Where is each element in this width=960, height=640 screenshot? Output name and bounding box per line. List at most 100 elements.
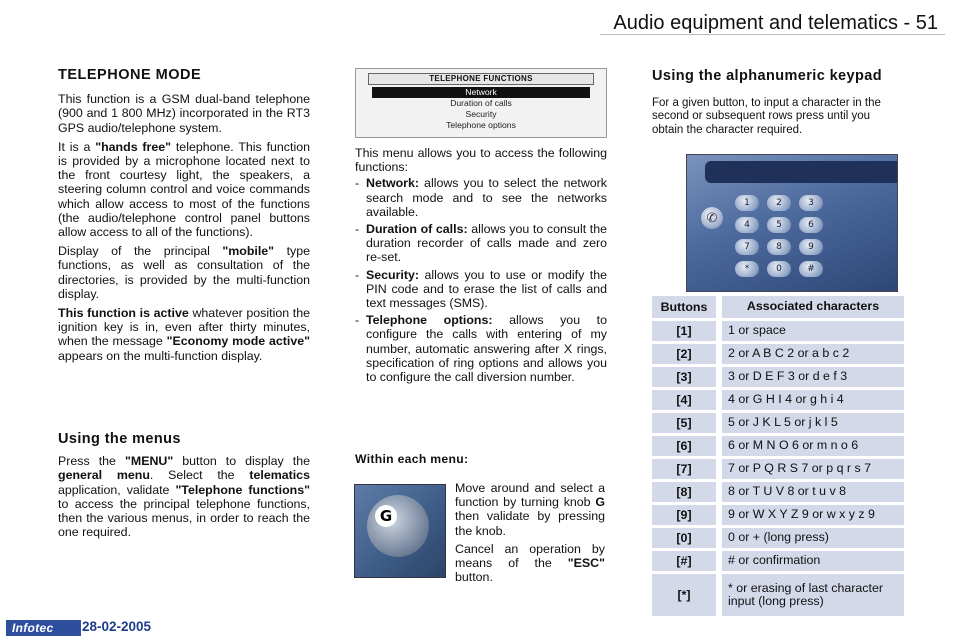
knob-g-label: G bbox=[375, 505, 397, 527]
paragraph-move: Move around and select a function by tur… bbox=[455, 481, 605, 538]
paragraph-keypad-intro: For a given button, to input a character… bbox=[652, 97, 881, 136]
text: button. bbox=[455, 570, 493, 585]
button-cell: [*] bbox=[652, 574, 716, 616]
function-item-security: -Security: allows you to use or modify t… bbox=[355, 268, 607, 311]
keypad-key: # bbox=[799, 261, 823, 277]
function-name: Duration of calls: bbox=[366, 222, 468, 237]
list-dash: - bbox=[355, 176, 360, 191]
table-row: [0]0 or + (long press) bbox=[652, 528, 904, 548]
section-using-menus: Using the menus Press the "MENU" button … bbox=[58, 432, 310, 544]
characters-cell: # or confirmation bbox=[722, 551, 904, 571]
screen-title: TELEPHONE FUNCTIONS bbox=[368, 73, 594, 85]
characters-cell: 5 or J K L 5 or j k l 5 bbox=[722, 413, 904, 433]
function-list: -Network: allows you to select the netwo… bbox=[355, 176, 607, 384]
text-bold: "MENU" bbox=[125, 454, 174, 469]
paragraph-menu-intro: This menu allows you to access the follo… bbox=[355, 146, 607, 175]
text: to access the principal telephone functi… bbox=[58, 496, 310, 540]
characters-cell: 6 or M N O 6 or m n o 6 bbox=[722, 436, 904, 456]
text-bold: telematics bbox=[249, 468, 310, 483]
table-row: [4] 4 or G H I 4 or g h i 4 bbox=[652, 390, 904, 410]
table-row: [#] # or confirmation bbox=[652, 551, 904, 571]
text: Display of the principal bbox=[58, 244, 223, 259]
paragraph-menus: Press the "MENU" button to display the g… bbox=[58, 454, 310, 539]
column-left: TELEPHONE MODE This function is a GSM du… bbox=[58, 68, 310, 368]
keypad-photo: ✆ 1 2 3 4 5 6 7 8 9 * 0 # bbox=[686, 154, 898, 292]
button-cell: [1] bbox=[652, 321, 716, 341]
keypad-key: 1 bbox=[735, 195, 759, 211]
keypad-key: * bbox=[735, 261, 759, 277]
keypad-key: 4 bbox=[735, 217, 759, 233]
section-title-using-menus: Using the menus bbox=[58, 431, 181, 447]
function-desc: allows you to use or modify the PIN code… bbox=[366, 267, 607, 311]
button-cell: [#] bbox=[652, 551, 716, 571]
text: . Select the bbox=[149, 468, 250, 483]
text: application, validate bbox=[58, 482, 176, 497]
text: Press the bbox=[58, 454, 125, 469]
button-cell: [7] bbox=[652, 459, 716, 479]
table-row: [1] 1 or space bbox=[652, 321, 904, 341]
function-desc: allows you to consult the duration recor… bbox=[366, 222, 607, 265]
characters-cell: 1 or space bbox=[722, 321, 904, 341]
text: It is a bbox=[58, 139, 96, 154]
text: appears on the multi-function display. bbox=[58, 348, 263, 363]
paragraph-active: This function is active whatever positio… bbox=[58, 306, 310, 363]
button-cell: [8] bbox=[652, 482, 716, 502]
section-title-keypad: Using the alphanumeric keypad bbox=[652, 68, 882, 84]
button-cell: [0] bbox=[652, 528, 716, 548]
text-bold: "hands free" bbox=[95, 139, 172, 154]
text-bold: G bbox=[595, 495, 605, 510]
column-middle: This menu allows you to access the follo… bbox=[355, 146, 607, 387]
keypad-key: 5 bbox=[767, 217, 791, 233]
paragraph-display: Display of the principal "mobile" type f… bbox=[58, 244, 310, 301]
keypad-key: 9 bbox=[799, 239, 823, 255]
page-header: Audio equipment and telematics - 51 bbox=[613, 12, 938, 34]
characters-cell: 2 or A B C 2 or a b c 2 bbox=[722, 344, 904, 364]
button-cell: [5] bbox=[652, 413, 716, 433]
keypad-key: 3 bbox=[799, 195, 823, 211]
text: telephone. This function is provided by … bbox=[58, 139, 310, 240]
function-item-duration: -Duration of calls: allows you to consul… bbox=[355, 222, 607, 265]
function-name: Network: bbox=[366, 176, 420, 191]
text: type functions, as well as consultation … bbox=[58, 244, 310, 301]
button-cell: [4] bbox=[652, 390, 716, 410]
text: Cancel an operation by means of the bbox=[455, 541, 605, 571]
knob-instructions: Move around and select a function by tur… bbox=[455, 481, 605, 588]
within-menu-title: Within each menu: bbox=[355, 452, 469, 466]
keypad-key: 8 bbox=[767, 239, 791, 255]
characters-cell: 8 or T U V 8 or t u v 8 bbox=[722, 482, 904, 502]
paragraph-hands-free: It is a "hands free" telephone. This fun… bbox=[58, 140, 310, 239]
screen-item-telephone-options: Telephone options bbox=[446, 120, 516, 130]
screen-item-security: Security bbox=[465, 109, 497, 119]
keypad-key: 6 bbox=[799, 217, 823, 233]
list-dash: - bbox=[355, 313, 360, 328]
knob-icon bbox=[367, 495, 429, 557]
screen-item-network: Network bbox=[372, 87, 590, 98]
text-bold: "Economy mode active" bbox=[166, 334, 310, 349]
characters-cell: 4 or G H I 4 or g h i 4 bbox=[722, 390, 904, 410]
list-dash: - bbox=[355, 267, 360, 282]
function-name: Security: bbox=[366, 267, 420, 282]
table-row: [5] 5 or J K L 5 or j k l 5 bbox=[652, 413, 904, 433]
table-row: [*]* or erasing of last character input … bbox=[652, 574, 904, 616]
text: whatever position the ignition key is in… bbox=[58, 306, 310, 349]
telephone-functions-screen: TELEPHONE FUNCTIONS Network Duration of … bbox=[355, 68, 607, 138]
function-desc: allows you to select the network search … bbox=[366, 176, 607, 219]
table-row: [7] 7 or P Q R S 7 or p q r s 7 bbox=[652, 459, 904, 479]
column-right: Using the alphanumeric keypad For a give… bbox=[652, 68, 904, 137]
infotec-logo: Infotec bbox=[6, 620, 81, 636]
table-row: [9]9 or W X Y Z 9 or w x y z 9 bbox=[652, 505, 904, 525]
text-bold: "ESC" bbox=[567, 556, 605, 571]
section-title-telephone-mode: TELEPHONE MODE bbox=[58, 67, 202, 83]
text-bold: "Telephone functions" bbox=[175, 482, 310, 497]
button-cell: [2] bbox=[652, 344, 716, 364]
phone-handset-icon: ✆ bbox=[701, 207, 723, 229]
table-row: [2] 2 or A B C 2 or a b c 2 bbox=[652, 344, 904, 364]
header-associated-characters: Associated characters bbox=[722, 296, 904, 318]
button-cell: [3] bbox=[652, 367, 716, 387]
paragraph-gsm: This function is a GSM dual-band telepho… bbox=[58, 92, 310, 135]
characters-cell: 3 or D E F 3 or d e f 3 bbox=[722, 367, 904, 387]
text-bold: general menu bbox=[58, 468, 150, 483]
table-row: [6]6 or M N O 6 or m n o 6 bbox=[652, 436, 904, 456]
keypad-key: 7 bbox=[735, 239, 759, 255]
characters-cell: 7 or P Q R S 7 or p q r s 7 bbox=[722, 459, 904, 479]
